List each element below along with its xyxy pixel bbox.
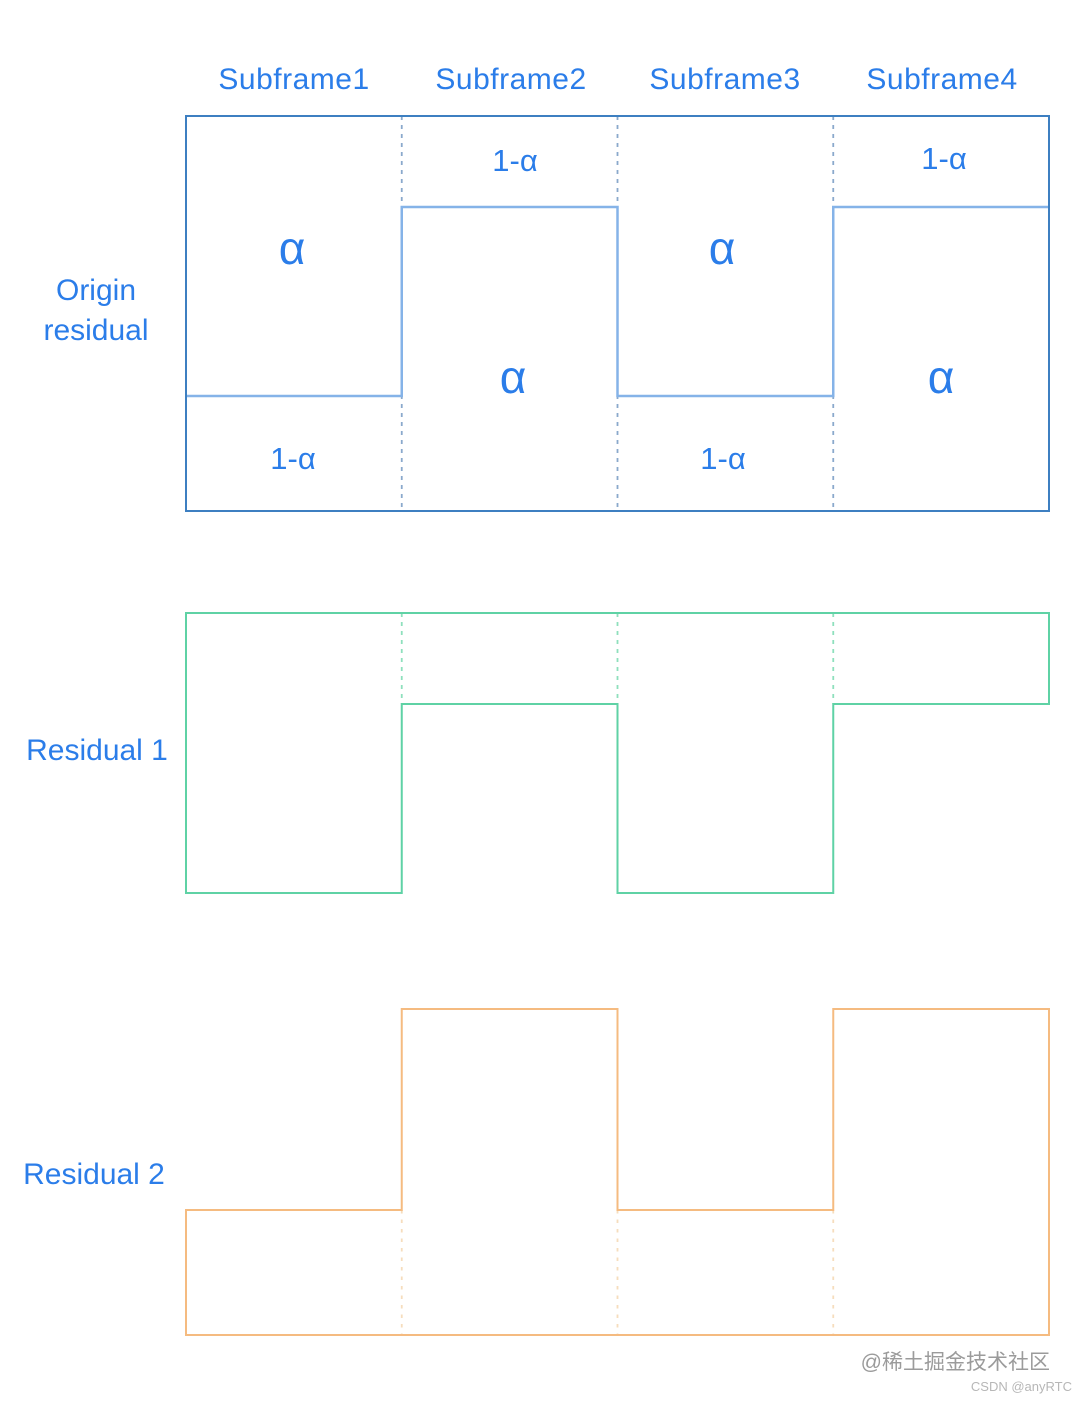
residual1-step-outline — [185, 612, 1050, 894]
residual1-label: Residual 1 — [26, 734, 168, 767]
origin-residual-label-line2: residual — [43, 314, 149, 347]
origin-col3-alpha-label: α — [708, 222, 736, 274]
subframe-title-1: Subframe1 — [218, 63, 370, 96]
origin-col2-alpha-label: α — [499, 351, 527, 403]
residual2-label: Residual 2 — [23, 1158, 165, 1191]
origin-step-line — [186, 205, 1049, 398]
residual1-column-separators-dashed — [400, 613, 835, 704]
origin-column-separators-dashed — [400, 116, 835, 511]
subframe-title-4: Subframe4 — [866, 63, 1018, 96]
residual2-column-separators-dashed — [400, 1210, 835, 1335]
origin-col1-one-minus-alpha-label: 1-α — [270, 441, 316, 476]
origin-col4-alpha-label: α — [927, 351, 955, 403]
subframe-title-2: Subframe2 — [435, 63, 587, 96]
residual2-step-outline — [185, 1008, 1050, 1336]
origin-box-outline — [185, 115, 1050, 512]
origin-col2-one-minus-alpha-label: 1-α — [492, 143, 538, 178]
juejin-watermark: @稀土掘金技术社区 — [860, 1351, 1050, 1374]
csdn-watermark: CSDN @anyRTC — [970, 1379, 1072, 1394]
subframe-title-3: Subframe3 — [649, 63, 801, 96]
origin-residual-label-line1: Origin — [55, 274, 137, 307]
origin-col1-alpha-label: α — [278, 222, 306, 274]
origin-col4-one-minus-alpha-label: 1-α — [921, 141, 967, 176]
origin-col3-one-minus-alpha-label: 1-α — [700, 441, 746, 476]
